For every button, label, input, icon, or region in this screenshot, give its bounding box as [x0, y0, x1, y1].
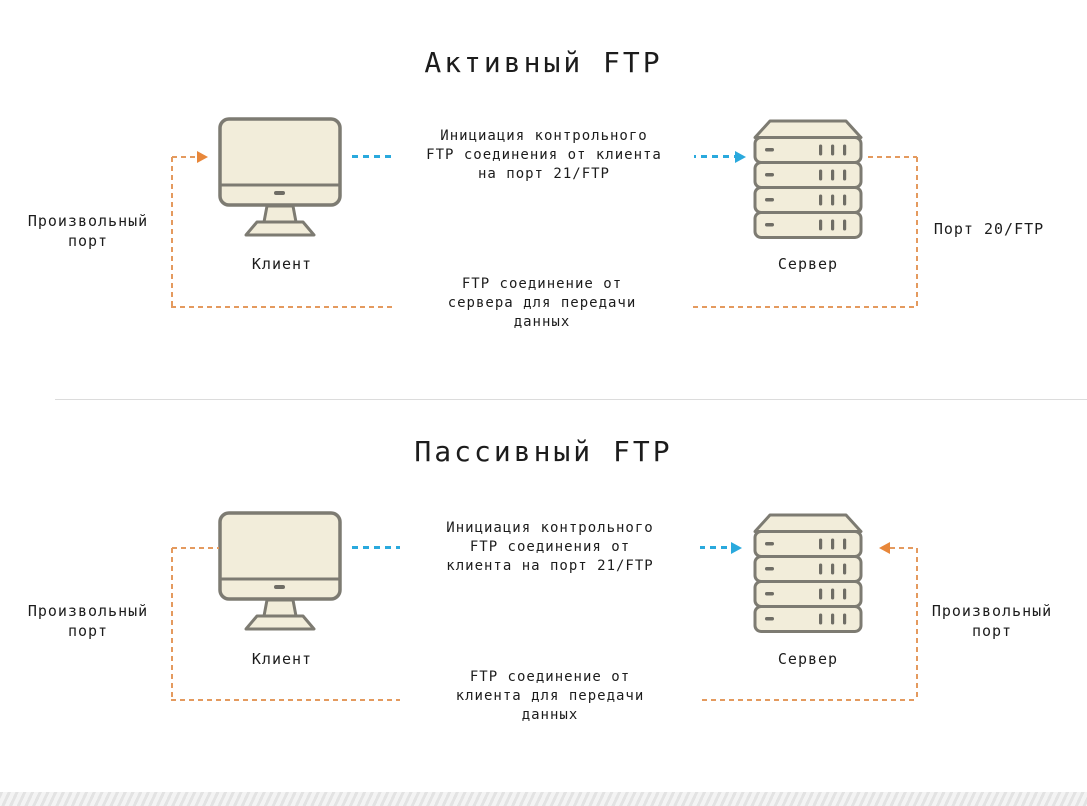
passive-data-line-to-server — [890, 547, 917, 549]
passive-client-label: Клиент — [251, 650, 313, 668]
passive-data-arrow-to-server-icon — [879, 542, 890, 554]
active-data-text: FTP соединение от сервера для передачи д… — [392, 275, 692, 332]
passive-control-line-left — [352, 546, 425, 549]
active-control-arrow-to-server-icon — [735, 151, 746, 163]
active-data-line-to-client — [172, 156, 198, 158]
active-server-icon — [753, 119, 863, 244]
footer-hatched-strip — [0, 792, 1087, 806]
passive-ftp-title: Пассивный FTP — [414, 435, 673, 468]
active-client-label: Клиент — [251, 255, 313, 273]
passive-control-text: Инициация контрольного FTP соединения от… — [400, 519, 700, 576]
active-data-arrow-to-client-icon — [197, 151, 208, 163]
passive-client-port-label: Произвольный порт — [27, 602, 149, 640]
active-control-line-right — [668, 155, 735, 158]
active-data-line-right-vertical — [916, 157, 918, 307]
active-control-text: Инициация контрольного FTP соединения от… — [394, 127, 694, 184]
passive-control-text-line1: Инициация контрольного — [446, 520, 654, 536]
active-control-line-left — [352, 155, 425, 158]
active-data-line-from-server — [868, 156, 917, 158]
passive-data-text-line3: данных — [521, 707, 579, 723]
active-control-text-line2: FTP соединения от клиента — [426, 147, 662, 163]
active-control-text-line3: на порт 21/FTP — [477, 166, 610, 182]
active-client-computer-icon — [218, 117, 342, 243]
passive-server-port-label: Произвольный порт — [931, 602, 1053, 640]
passive-data-text-line2: клиента для передачи — [455, 688, 645, 704]
passive-data-line-right-vertical — [916, 548, 918, 700]
passive-data-line-left-vertical — [171, 548, 173, 700]
active-server-label: Сервер — [777, 255, 839, 273]
passive-server-icon — [753, 513, 863, 638]
active-data-line-left-vertical — [171, 157, 173, 307]
active-client-port-label: Произвольный порт — [27, 212, 149, 250]
passive-control-arrow-to-server-icon — [731, 542, 742, 554]
section-divider — [55, 399, 1087, 400]
passive-control-text-line3: клиента на порт 21/FTP — [446, 558, 654, 574]
active-control-text-line1: Инициация контрольного — [440, 128, 648, 144]
passive-data-line-from-client — [172, 547, 219, 549]
active-data-text-line2: сервера для передачи — [447, 295, 637, 311]
active-data-text-line3: данных — [513, 314, 571, 330]
passive-client-computer-icon — [218, 511, 342, 637]
passive-data-text-line1: FTP соединение от — [469, 669, 631, 685]
active-server-port-label: Порт 20/FTP — [933, 220, 1045, 238]
passive-data-text: FTP соединение от клиента для передачи д… — [400, 668, 700, 725]
passive-server-label: Сервер — [777, 650, 839, 668]
active-data-text-line1: FTP соединение от — [461, 276, 623, 292]
passive-control-text-line2: FTP соединения от — [469, 539, 631, 555]
active-ftp-title: Активный FTP — [424, 46, 663, 79]
